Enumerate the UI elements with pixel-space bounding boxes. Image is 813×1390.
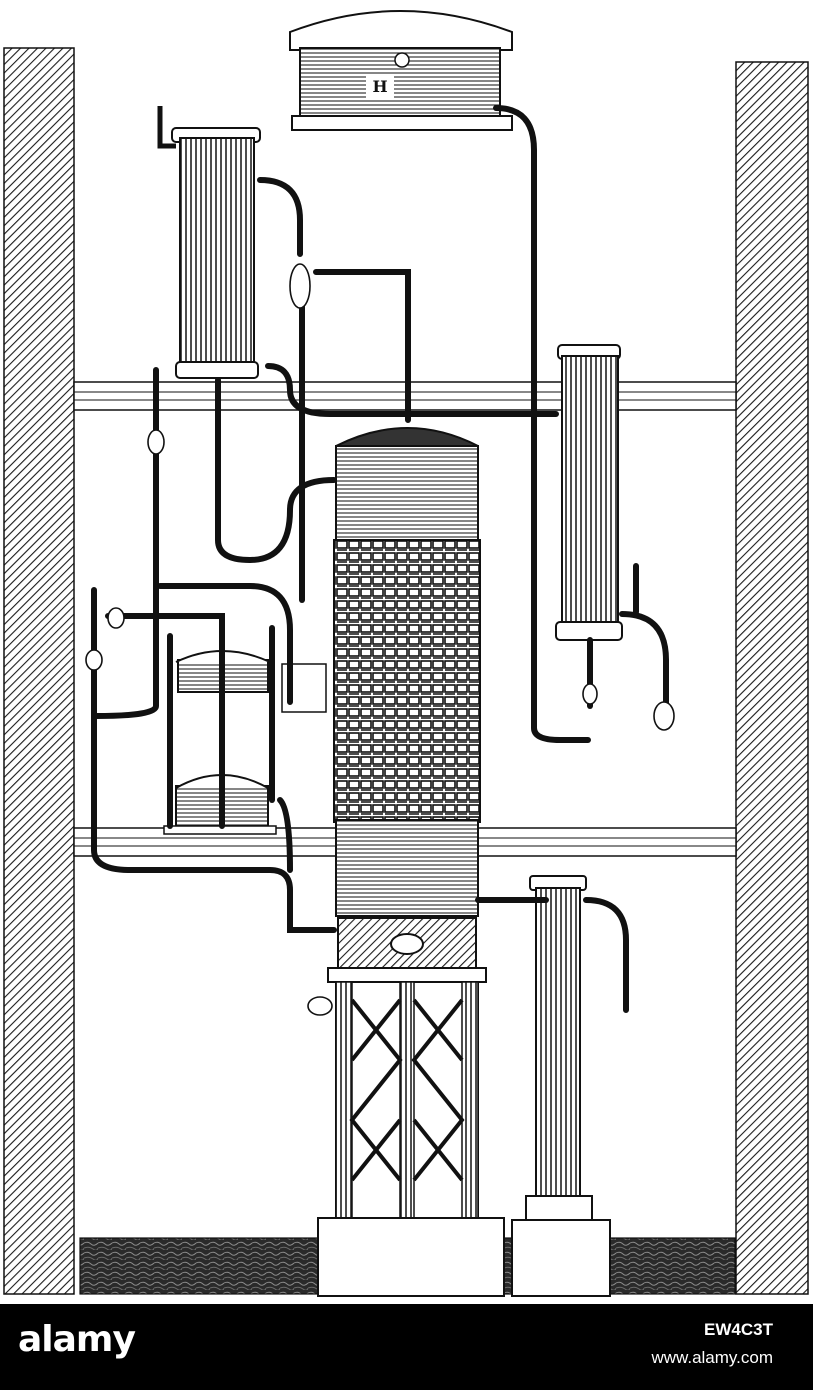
site-url: www.alamy.com xyxy=(651,1348,773,1367)
stock-watermark-bar: alamy EW4C3T www.alamy.com xyxy=(0,1304,813,1390)
left-wall xyxy=(3,47,75,1295)
right-wall xyxy=(735,61,809,1295)
right-standpipe xyxy=(511,875,611,1297)
piping xyxy=(91,105,669,1013)
tank-letter: H xyxy=(372,77,387,96)
image-id: EW4C3T xyxy=(704,1320,773,1339)
main-column xyxy=(327,427,487,983)
right-condenser xyxy=(555,344,623,641)
top-left-condenser xyxy=(157,106,261,379)
distillation-apparatus-engraving: H xyxy=(3,10,809,1297)
alamy-logo: alamy xyxy=(18,1319,136,1360)
valves xyxy=(85,263,675,1016)
top-tank xyxy=(289,10,513,131)
column-stand xyxy=(317,981,505,1297)
